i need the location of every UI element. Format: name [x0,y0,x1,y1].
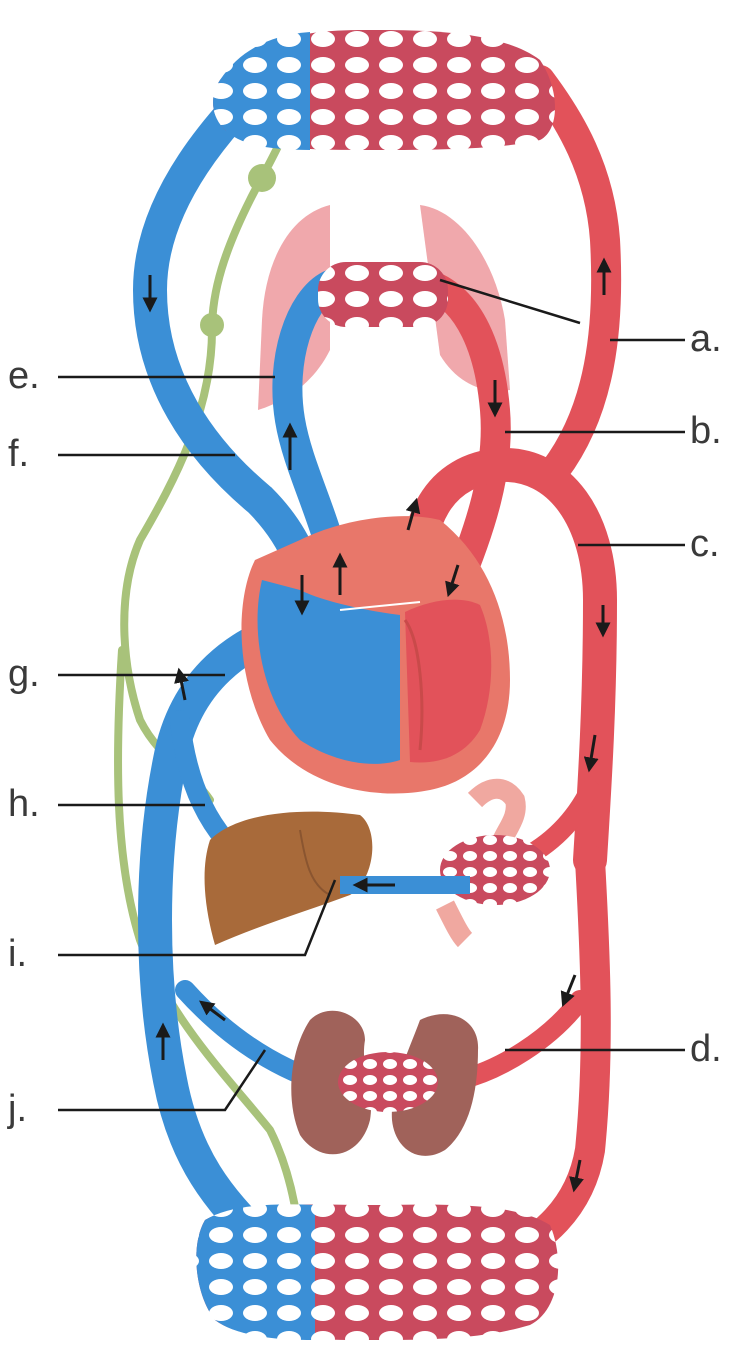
lower-capillary-bed [196,1204,558,1340]
label-a: a. [690,320,722,358]
kidneys [291,1011,478,1156]
label-d: d. [690,1030,722,1068]
label-h: h. [8,785,40,823]
digestive-capillary-bed [340,789,550,940]
heart [241,516,510,793]
lung-capillary-bed [318,262,448,327]
upper-capillary-bed [213,30,555,150]
label-f: f. [8,435,29,473]
label-i: i. [8,935,27,973]
label-e: e. [8,357,40,395]
label-c: c. [690,525,720,563]
label-g: g. [8,655,40,693]
label-b: b. [690,412,722,450]
label-j: j. [8,1090,27,1128]
